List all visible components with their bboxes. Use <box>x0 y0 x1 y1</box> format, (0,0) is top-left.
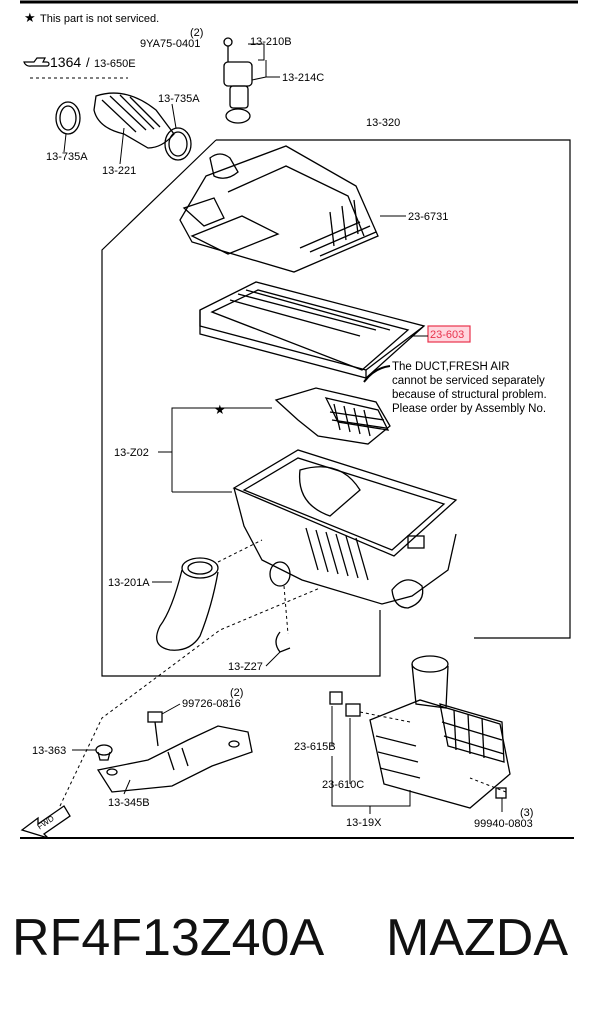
note-line-2: cannot be serviced separately <box>392 375 545 387</box>
fwd-arrow-icon: FWD <box>20 805 71 839</box>
callout-9YA75: 9YA75-0401 <box>140 38 200 50</box>
callout-13320: 13-320 <box>366 117 400 129</box>
leader-13Z27 <box>265 651 281 667</box>
air-cleaner-case <box>232 449 458 609</box>
note-line-3: because of structural problem. <box>392 389 547 401</box>
callout-99726-qty: (2) <box>230 687 243 699</box>
callout-13221: 13-221 <box>102 165 136 177</box>
intake-resonator-box <box>329 655 511 809</box>
note-pointer <box>363 365 391 383</box>
dashed-intake <box>359 711 411 723</box>
callout-13735A-top: 13-735A <box>158 93 200 105</box>
note-line-4: Please order by Assembly No. <box>392 403 546 415</box>
brand-name: MAZDA <box>386 909 568 967</box>
dashed-resonator <box>217 539 263 563</box>
leader-duct <box>171 407 272 492</box>
bolt-99726 <box>147 711 163 747</box>
notice-star-icon: ★ <box>24 11 36 26</box>
leader-13221 <box>119 127 125 165</box>
assembly-frame <box>382 139 571 639</box>
callout-23615B: 23-615B <box>294 741 336 753</box>
grommet-13363 <box>95 744 113 761</box>
clip-13Z27 <box>269 561 291 653</box>
ref-13650E[interactable]: 13-650E <box>94 58 136 70</box>
reference-link[interactable]: 1364 / 13-650E <box>23 54 136 70</box>
notice-text: This part is not serviced. <box>40 13 159 25</box>
callout-13201A: 13-201A <box>108 577 150 589</box>
note-line-1: The DUCT,FRESH AIR <box>392 361 510 373</box>
callout-236731: 23-6731 <box>408 211 448 223</box>
callout-13214C: 13-214C <box>282 72 324 84</box>
leader-1319X <box>331 756 411 807</box>
intake-hose-assembly <box>55 92 192 161</box>
leader-99726 <box>161 703 181 715</box>
dashed-intake-2 <box>469 777 507 793</box>
callout-23610C: 23-610C <box>322 779 364 791</box>
callout-99726: 99726-0816 <box>182 698 241 710</box>
leader-13735A-top <box>171 103 177 129</box>
callout-99940-qty: (3) <box>520 807 533 819</box>
mass-air-flow-sensor <box>223 37 253 124</box>
part-number: RF4F13Z40A <box>12 909 324 967</box>
assembly-frame-left <box>101 139 381 677</box>
leader-13735A-left <box>63 133 67 153</box>
duct-star-icon: ★ <box>214 403 226 418</box>
callout-9YA75-qty: (2) <box>190 27 203 39</box>
dashed-bracket <box>59 587 321 807</box>
leader-13214C-b <box>251 76 267 81</box>
callout-23603[interactable]: 23-603 <box>430 329 464 341</box>
callout-13363: 13-363 <box>32 745 66 757</box>
leader-13345B <box>123 779 131 795</box>
ref-1364[interactable]: 1364 <box>50 54 81 70</box>
resonator-hose <box>156 557 219 651</box>
air-filter-element <box>199 281 426 379</box>
bracket-13345B <box>96 725 253 793</box>
air-cleaner-cover <box>179 145 379 273</box>
leader-13214C <box>265 60 280 78</box>
callout-13210B: 13-210B <box>250 36 292 48</box>
hand-pointer-icon <box>23 57 50 67</box>
callout-23603-highlight[interactable] <box>427 325 471 343</box>
callout-99940: 99940-0803 <box>474 818 533 830</box>
callout-1319X: 13-19X <box>346 817 382 829</box>
callout-13Z27: 13-Z27 <box>228 661 263 673</box>
callout-13Z02: 13-Z02 <box>114 447 149 459</box>
leader-13210B <box>248 43 265 61</box>
callout-13345B: 13-345B <box>108 797 150 809</box>
fresh-air-duct <box>274 387 391 445</box>
dashed-clip <box>283 585 289 635</box>
callout-13735A-left: 13-735A <box>46 151 88 163</box>
ref-slash: / <box>86 55 90 70</box>
